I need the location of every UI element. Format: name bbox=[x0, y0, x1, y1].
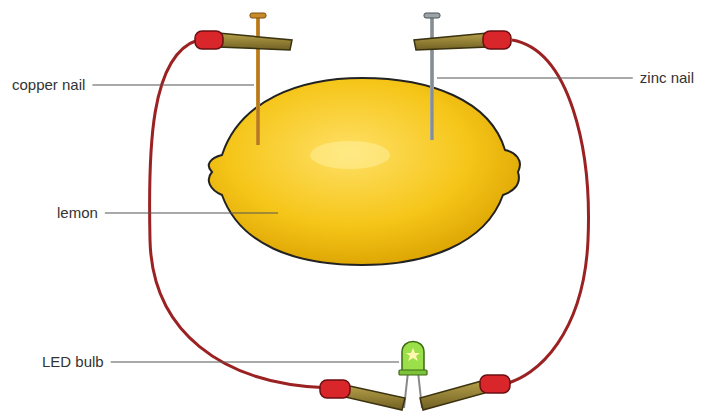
lemon-highlight bbox=[310, 141, 390, 169]
clip-bottom-left bbox=[320, 380, 405, 410]
leader-line bbox=[105, 212, 278, 213]
part-label: zinc nail bbox=[638, 69, 696, 87]
part-label: LED bulb bbox=[40, 353, 106, 371]
part-label: copper nail bbox=[10, 76, 87, 94]
copper-nail-head bbox=[250, 13, 266, 18]
lemon bbox=[209, 78, 520, 265]
clip-right bbox=[414, 31, 511, 50]
zinc-nail-head bbox=[424, 13, 440, 18]
wire bbox=[500, 40, 588, 385]
leader-line bbox=[92, 84, 254, 85]
clip-bottom-right bbox=[420, 375, 510, 410]
zinc-nail bbox=[430, 18, 434, 140]
part-label: lemon bbox=[55, 204, 100, 222]
leader-line bbox=[111, 361, 399, 362]
clip-left bbox=[195, 31, 292, 50]
leader-line bbox=[437, 77, 633, 78]
zinc-nail-shade bbox=[432, 18, 433, 140]
